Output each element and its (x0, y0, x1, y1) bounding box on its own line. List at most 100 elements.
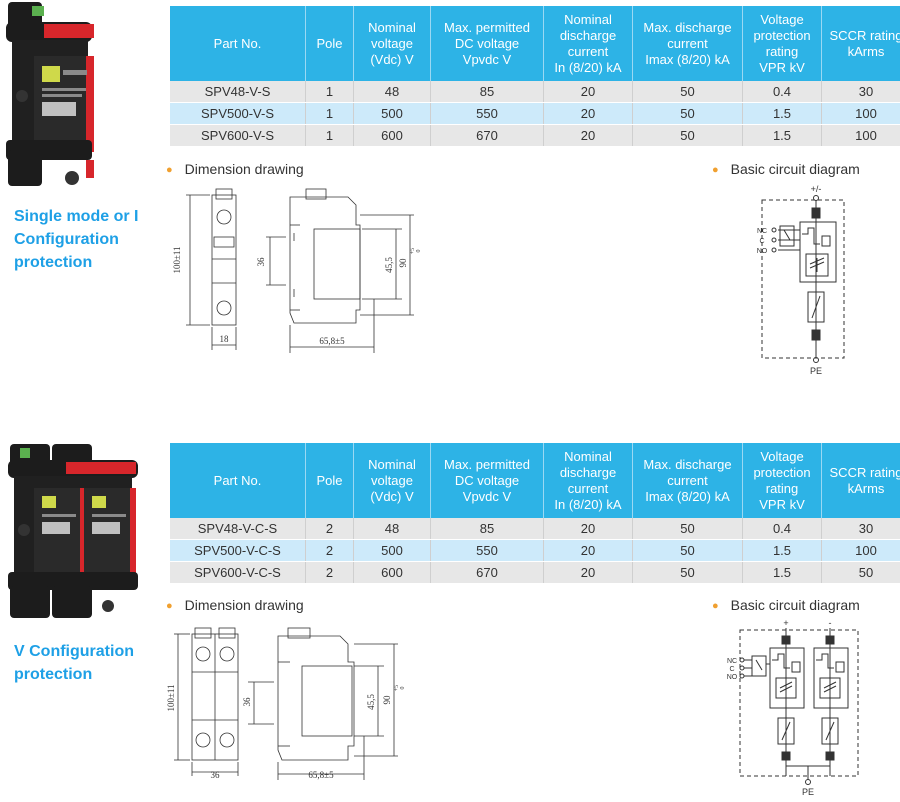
cell-nominal-voltage: 500 (353, 102, 431, 125)
dim-rail-tol-lower: 0 (400, 687, 406, 690)
cell-part-no: SPV500-V-C-S (170, 539, 306, 562)
dim-rail-tol-upper: +5 (394, 685, 400, 691)
cell-sccr: 30 (821, 518, 900, 540)
terminal-pe-label: PE (802, 787, 814, 797)
cell-max-dc-voltage: 670 (430, 124, 544, 147)
cell-max-discharge: 50 (632, 81, 743, 103)
cell-max-discharge: 50 (632, 124, 743, 147)
cell-vpr: 1.5 (742, 102, 822, 125)
dim-inner-height: 45,5 (366, 694, 376, 710)
circuit-diagram-single: +/- NC C NO PE (757, 184, 845, 376)
cell-sccr: 100 (821, 124, 900, 147)
cell-nominal-voltage: 500 (353, 539, 431, 562)
cell-nominal-voltage: 48 (353, 518, 431, 540)
bullet-icon: ● (166, 164, 173, 176)
cell-sccr: 100 (821, 539, 900, 562)
cell-pole: 2 (305, 539, 354, 562)
cell-vpr: 1.5 (742, 539, 822, 562)
cell-part-no: SPV600-V-S (170, 124, 306, 147)
col-header-part-no: Part No. (170, 6, 306, 81)
circuit-diagram-heading: ●Basic circuit diagram (712, 597, 860, 613)
contact-nc-label: NC (757, 228, 767, 235)
contact-no-label: NO (727, 674, 738, 681)
dim-inner-height: 45,5 (384, 257, 394, 273)
dim-rail-height: 90 (398, 258, 408, 268)
dim-width: 36 (211, 770, 221, 780)
cell-nominal-discharge: 20 (543, 102, 633, 125)
cell-max-discharge: 50 (632, 561, 743, 584)
dim-total-height: 100±11 (166, 684, 176, 711)
cell-max-dc-voltage: 85 (430, 518, 544, 540)
table-row: SPV48-V-S 1 48 85 20 50 0.4 30 (170, 81, 900, 103)
table-row: SPV600-V-C-S 2 600 670 20 50 1.5 50 (170, 561, 900, 584)
terminal-minus-label: - (829, 618, 832, 628)
bullet-icon: ● (166, 600, 173, 612)
product-photo-single-pole (6, 2, 94, 186)
cell-max-dc-voltage: 550 (430, 539, 544, 562)
cell-nominal-discharge: 20 (543, 124, 633, 147)
bullet-icon: ● (712, 164, 719, 176)
table-row: SPV500-V-S 1 500 550 20 50 1.5 100 (170, 102, 900, 125)
table-row: SPV48-V-C-S 2 48 85 20 50 0.4 30 (170, 518, 900, 540)
col-header-pole: Pole (305, 443, 354, 518)
cell-nominal-discharge: 20 (543, 561, 633, 584)
cell-max-dc-voltage: 85 (430, 81, 544, 103)
terminal-pe-label: PE (810, 366, 822, 376)
cell-nominal-discharge: 20 (543, 518, 633, 540)
dim-width: 18 (220, 334, 230, 344)
dim-depth: 65,8±5 (319, 336, 345, 346)
cell-max-discharge: 50 (632, 102, 743, 125)
cell-pole: 1 (305, 81, 354, 103)
config-label-single: Single mode or I Configuration protectio… (14, 208, 139, 271)
dim-rail-tol-upper: +5 (410, 248, 416, 254)
cell-vpr: 1.5 (742, 124, 822, 147)
terminal-plus-label: + (783, 618, 788, 628)
col-header-pole: Pole (305, 6, 354, 81)
bullet-icon: ● (712, 600, 719, 612)
cell-nominal-voltage: 48 (353, 81, 431, 103)
cell-nominal-discharge: 20 (543, 539, 633, 562)
dimension-drawing-v: 100±11 36 36 45,5 90 +5 0 65,8±5 (166, 627, 406, 780)
contact-c-label: C (759, 238, 764, 245)
cell-part-no: SPV48-V-C-S (170, 518, 306, 540)
cell-max-dc-voltage: 550 (430, 102, 544, 125)
cell-pole: 1 (305, 124, 354, 147)
dim-total-height: 100±11 (172, 246, 182, 273)
cell-max-dc-voltage: 670 (430, 561, 544, 584)
cell-vpr: 0.4 (742, 518, 822, 540)
contact-no-label: NO (757, 248, 768, 255)
cell-nominal-discharge: 20 (543, 81, 633, 103)
cell-part-no: SPV48-V-S (170, 81, 306, 103)
dimension-drawing-heading: ●Dimension drawing (166, 161, 304, 177)
dim-module-height: 36 (242, 697, 252, 707)
dim-module-height: 36 (256, 257, 266, 267)
col-header-part-no: Part No. (170, 443, 306, 518)
dimension-drawing-single: 100±11 18 36 45,5 90 +5 0 65,8±5 (172, 188, 422, 353)
contact-c-label: C (729, 666, 734, 673)
cell-pole: 2 (305, 518, 354, 540)
cell-sccr: 50 (821, 561, 900, 584)
dim-depth: 65,8±5 (308, 770, 334, 780)
table-row: SPV600-V-S 1 600 670 20 50 1.5 100 (170, 124, 900, 147)
terminal-top-label: +/- (811, 184, 822, 194)
cell-sccr: 30 (821, 81, 900, 103)
cell-vpr: 1.5 (742, 561, 822, 584)
product-photo-two-pole (8, 444, 138, 618)
cell-part-no: SPV600-V-C-S (170, 561, 306, 584)
cell-part-no: SPV500-V-S (170, 102, 306, 125)
dim-rail-height: 90 (382, 695, 392, 705)
cell-max-discharge: 50 (632, 539, 743, 562)
